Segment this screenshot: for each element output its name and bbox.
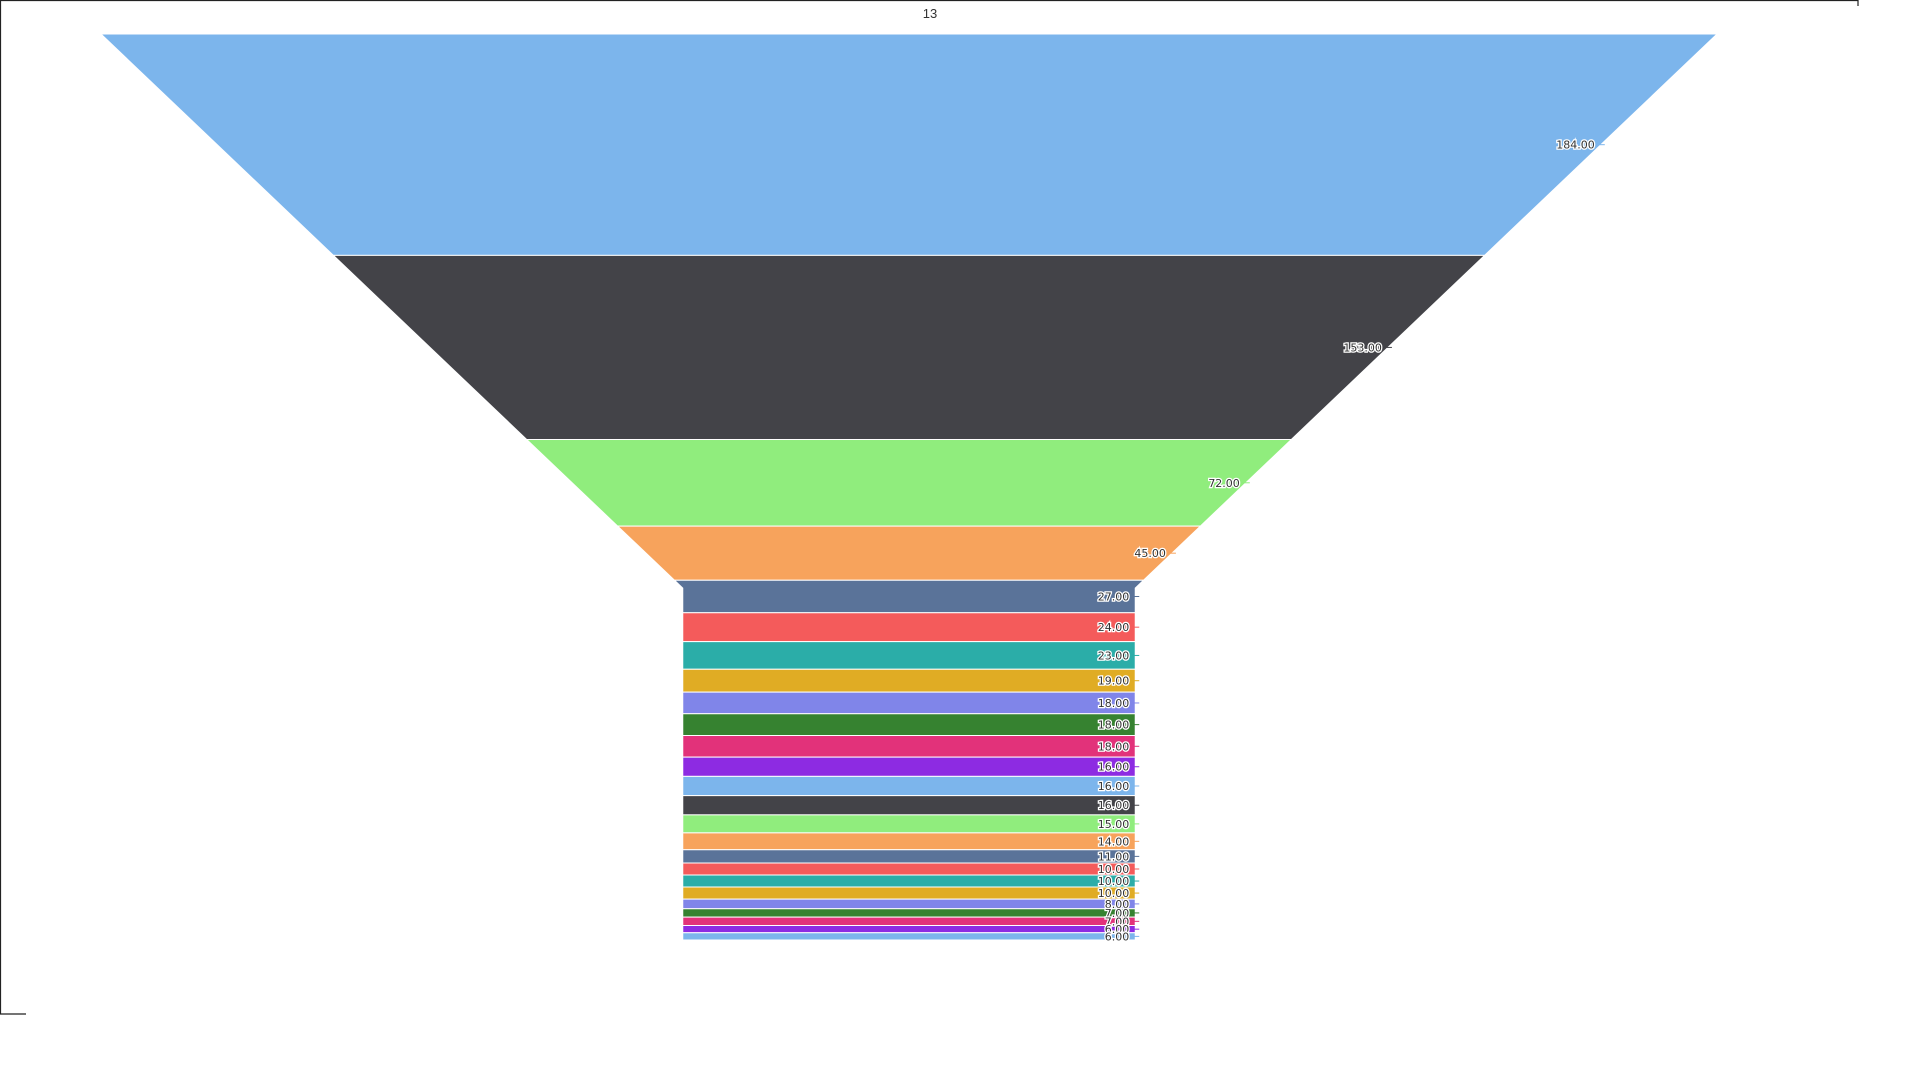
funnel-data-label: 8.00 xyxy=(1105,898,1130,911)
funnel-data-label: 16.00 xyxy=(1098,761,1130,774)
funnel-segment[interactable] xyxy=(332,254,1486,440)
funnel-segment[interactable] xyxy=(682,925,1136,934)
funnel-data-label: 184.00 xyxy=(1556,139,1595,152)
funnel-data-label: 6.00 xyxy=(1105,930,1130,943)
funnel-segment[interactable] xyxy=(682,775,1136,797)
funnel-data-label: 14.00 xyxy=(1098,835,1130,848)
funnel-segment[interactable] xyxy=(616,525,1202,581)
funnel-segment[interactable] xyxy=(682,916,1136,927)
funnel-labels: 184.00 153.00 72.00 45.00 27.00 24.00 23.00 19.… xyxy=(1096,137,1596,944)
funnel-segments xyxy=(99,33,1719,941)
funnel-data-label: 24.00 xyxy=(1098,621,1130,634)
funnel-data-label: 7.00 xyxy=(1105,915,1130,928)
funnel-data-label: 18.00 xyxy=(1098,719,1130,732)
funnel-segment[interactable] xyxy=(682,756,1136,777)
funnel-segment[interactable] xyxy=(682,886,1136,900)
funnel-data-label: 18.00 xyxy=(1098,697,1130,710)
funnel-segment[interactable] xyxy=(682,862,1136,876)
funnel-segment[interactable] xyxy=(682,832,1136,851)
funnel-segment[interactable] xyxy=(682,612,1136,643)
funnel-segment[interactable] xyxy=(682,668,1136,693)
funnel-segment[interactable] xyxy=(682,641,1136,670)
funnel-data-label: 23.00 xyxy=(1098,649,1130,662)
funnel-segment[interactable] xyxy=(525,438,1293,527)
funnel-data-label: 16.00 xyxy=(1098,780,1130,793)
funnel-data-label: 19.00 xyxy=(1098,675,1130,688)
funnel-data-label: 7.00 xyxy=(1105,907,1130,920)
funnel-segment[interactable] xyxy=(682,908,1136,918)
funnel-data-label: 27.00 xyxy=(1098,590,1130,603)
funnel-segment[interactable] xyxy=(682,898,1136,910)
funnel-data-label: 153.00 xyxy=(1343,341,1382,354)
funnel-data-label: 6.00 xyxy=(1105,923,1130,936)
funnel-segment[interactable] xyxy=(673,579,1145,614)
chart-title: 13 xyxy=(923,6,937,21)
funnel-data-label: 10.00 xyxy=(1098,863,1130,876)
funnel-data-label: 10.00 xyxy=(1098,887,1130,900)
funnel-segment[interactable] xyxy=(682,849,1136,864)
funnel-segment[interactable] xyxy=(682,691,1136,715)
funnel-data-label: 10.00 xyxy=(1098,875,1130,888)
funnel-segment[interactable] xyxy=(682,713,1136,736)
funnel-data-label: 18.00 xyxy=(1098,740,1130,753)
funnel-segment[interactable] xyxy=(682,932,1136,941)
funnel-segment[interactable] xyxy=(682,814,1136,834)
funnel-data-label: 45.00 xyxy=(1134,547,1166,560)
funnel-data-label: 72.00 xyxy=(1208,477,1240,490)
funnel-data-label: 11.00 xyxy=(1098,850,1130,863)
funnel-leader-lines xyxy=(1131,144,1605,937)
funnel-segment[interactable] xyxy=(682,795,1136,816)
funnel-data-label: 16.00 xyxy=(1098,799,1130,812)
funnel-segment[interactable] xyxy=(99,33,1719,256)
funnel-segment[interactable] xyxy=(682,874,1136,888)
funnel-segment[interactable] xyxy=(682,734,1136,758)
funnel-data-label: 15.00 xyxy=(1098,818,1130,831)
